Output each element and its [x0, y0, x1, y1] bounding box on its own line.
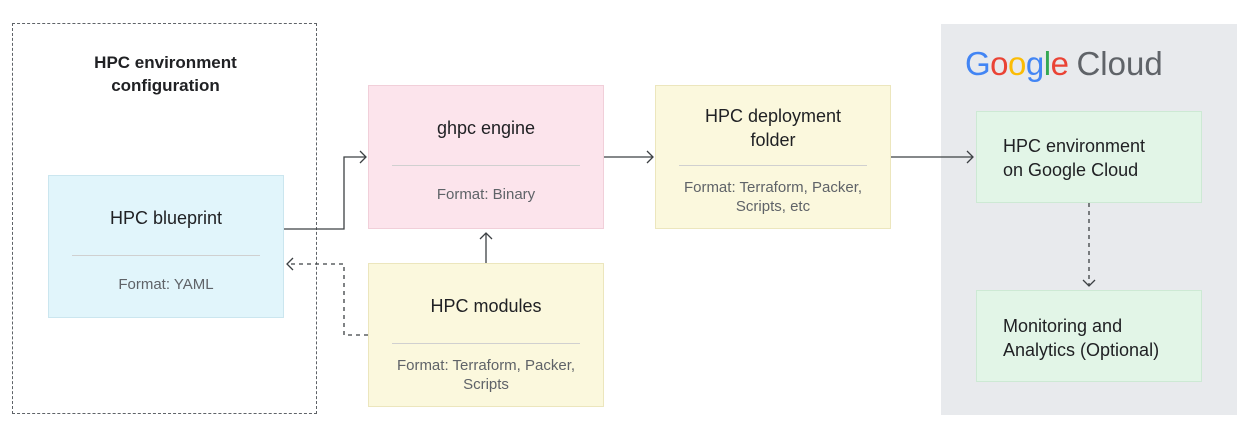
ghpc-engine-title: ghpc engine [436, 118, 536, 138]
config-title: HPC environment configuration [94, 53, 237, 95]
hpc-deployment-format: Format: Terraform, Packer, Scripts, etc [683, 179, 863, 215]
logo-letter-l: l [1043, 45, 1051, 82]
hpc-modules-format: Format: Terraform, Packer, Scripts [396, 357, 576, 393]
hpc-blueprint-format: Format: YAML [118, 276, 214, 293]
logo-letter-o1: o [990, 45, 1009, 82]
monitoring-analytics-title: Monitoring and Analytics (Optional) [1003, 316, 1160, 360]
ghpc-engine-divider [392, 165, 580, 166]
hpc-blueprint-node: HPC blueprint Format: YAML [48, 175, 284, 318]
engine-to-deployment-arrowhead [646, 150, 654, 164]
modules-to-engine-arrowhead [479, 232, 493, 240]
ghpc-engine-node: ghpc engine Format: Binary [368, 85, 604, 229]
hpc-modules-node: HPC modules Format: Terraform, Packer, S… [368, 263, 604, 407]
logo-letter-e: e [1050, 45, 1069, 82]
hpc-blueprint-title: HPC blueprint [109, 208, 223, 228]
blueprint-to-engine-arrowhead [359, 150, 367, 164]
hpc-modules-title: HPC modules [430, 296, 542, 316]
logo-letter-g2: g [1025, 45, 1044, 82]
hpc-blueprint-divider [72, 255, 260, 256]
hpc-environment-title: HPC environment on Google Cloud [1003, 136, 1146, 180]
monitoring-analytics-node: Monitoring and Analytics (Optional) [976, 290, 1202, 382]
hpc-deployment-title: HPC deployment folder [704, 106, 842, 150]
hpc-deployment-divider [679, 165, 867, 166]
logo-cloud-word: Cloud [1076, 45, 1163, 82]
hpc-deployment-folder-node: HPC deployment folder Format: Terraform,… [655, 85, 891, 229]
logo-letter-g: G [965, 45, 991, 82]
hpc-environment-node: HPC environment on Google Cloud [976, 111, 1202, 203]
ghpc-engine-format: Format: Binary [436, 186, 536, 203]
hpc-modules-divider [392, 343, 580, 344]
logo-letter-o2: o [1008, 45, 1026, 82]
config-frame: HPC environment configuration [12, 23, 317, 414]
